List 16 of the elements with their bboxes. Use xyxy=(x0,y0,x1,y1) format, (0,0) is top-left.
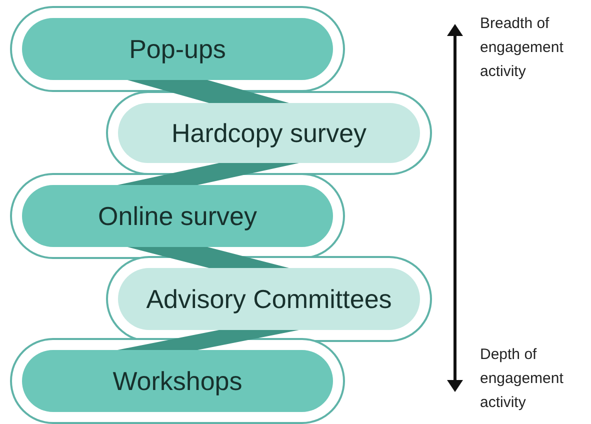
connector-band xyxy=(128,80,289,103)
connector-band xyxy=(118,330,299,350)
pill-box xyxy=(22,18,333,80)
pill-box xyxy=(118,103,420,163)
node-label: Hardcopy survey xyxy=(171,118,367,148)
node-label: Workshops xyxy=(112,366,242,396)
connector-band xyxy=(128,247,289,268)
connector-band xyxy=(118,163,299,185)
node-label: Pop-ups xyxy=(129,34,226,64)
node-label: Online survey xyxy=(98,200,257,232)
pill-box xyxy=(118,268,420,330)
scale-label: Breadth of engagement activity xyxy=(480,14,564,82)
node-label: Advisory Committees xyxy=(146,284,392,314)
pill-box xyxy=(22,350,333,412)
pill-box xyxy=(22,185,333,247)
scale-label: Depth of engagement activity xyxy=(480,345,564,413)
